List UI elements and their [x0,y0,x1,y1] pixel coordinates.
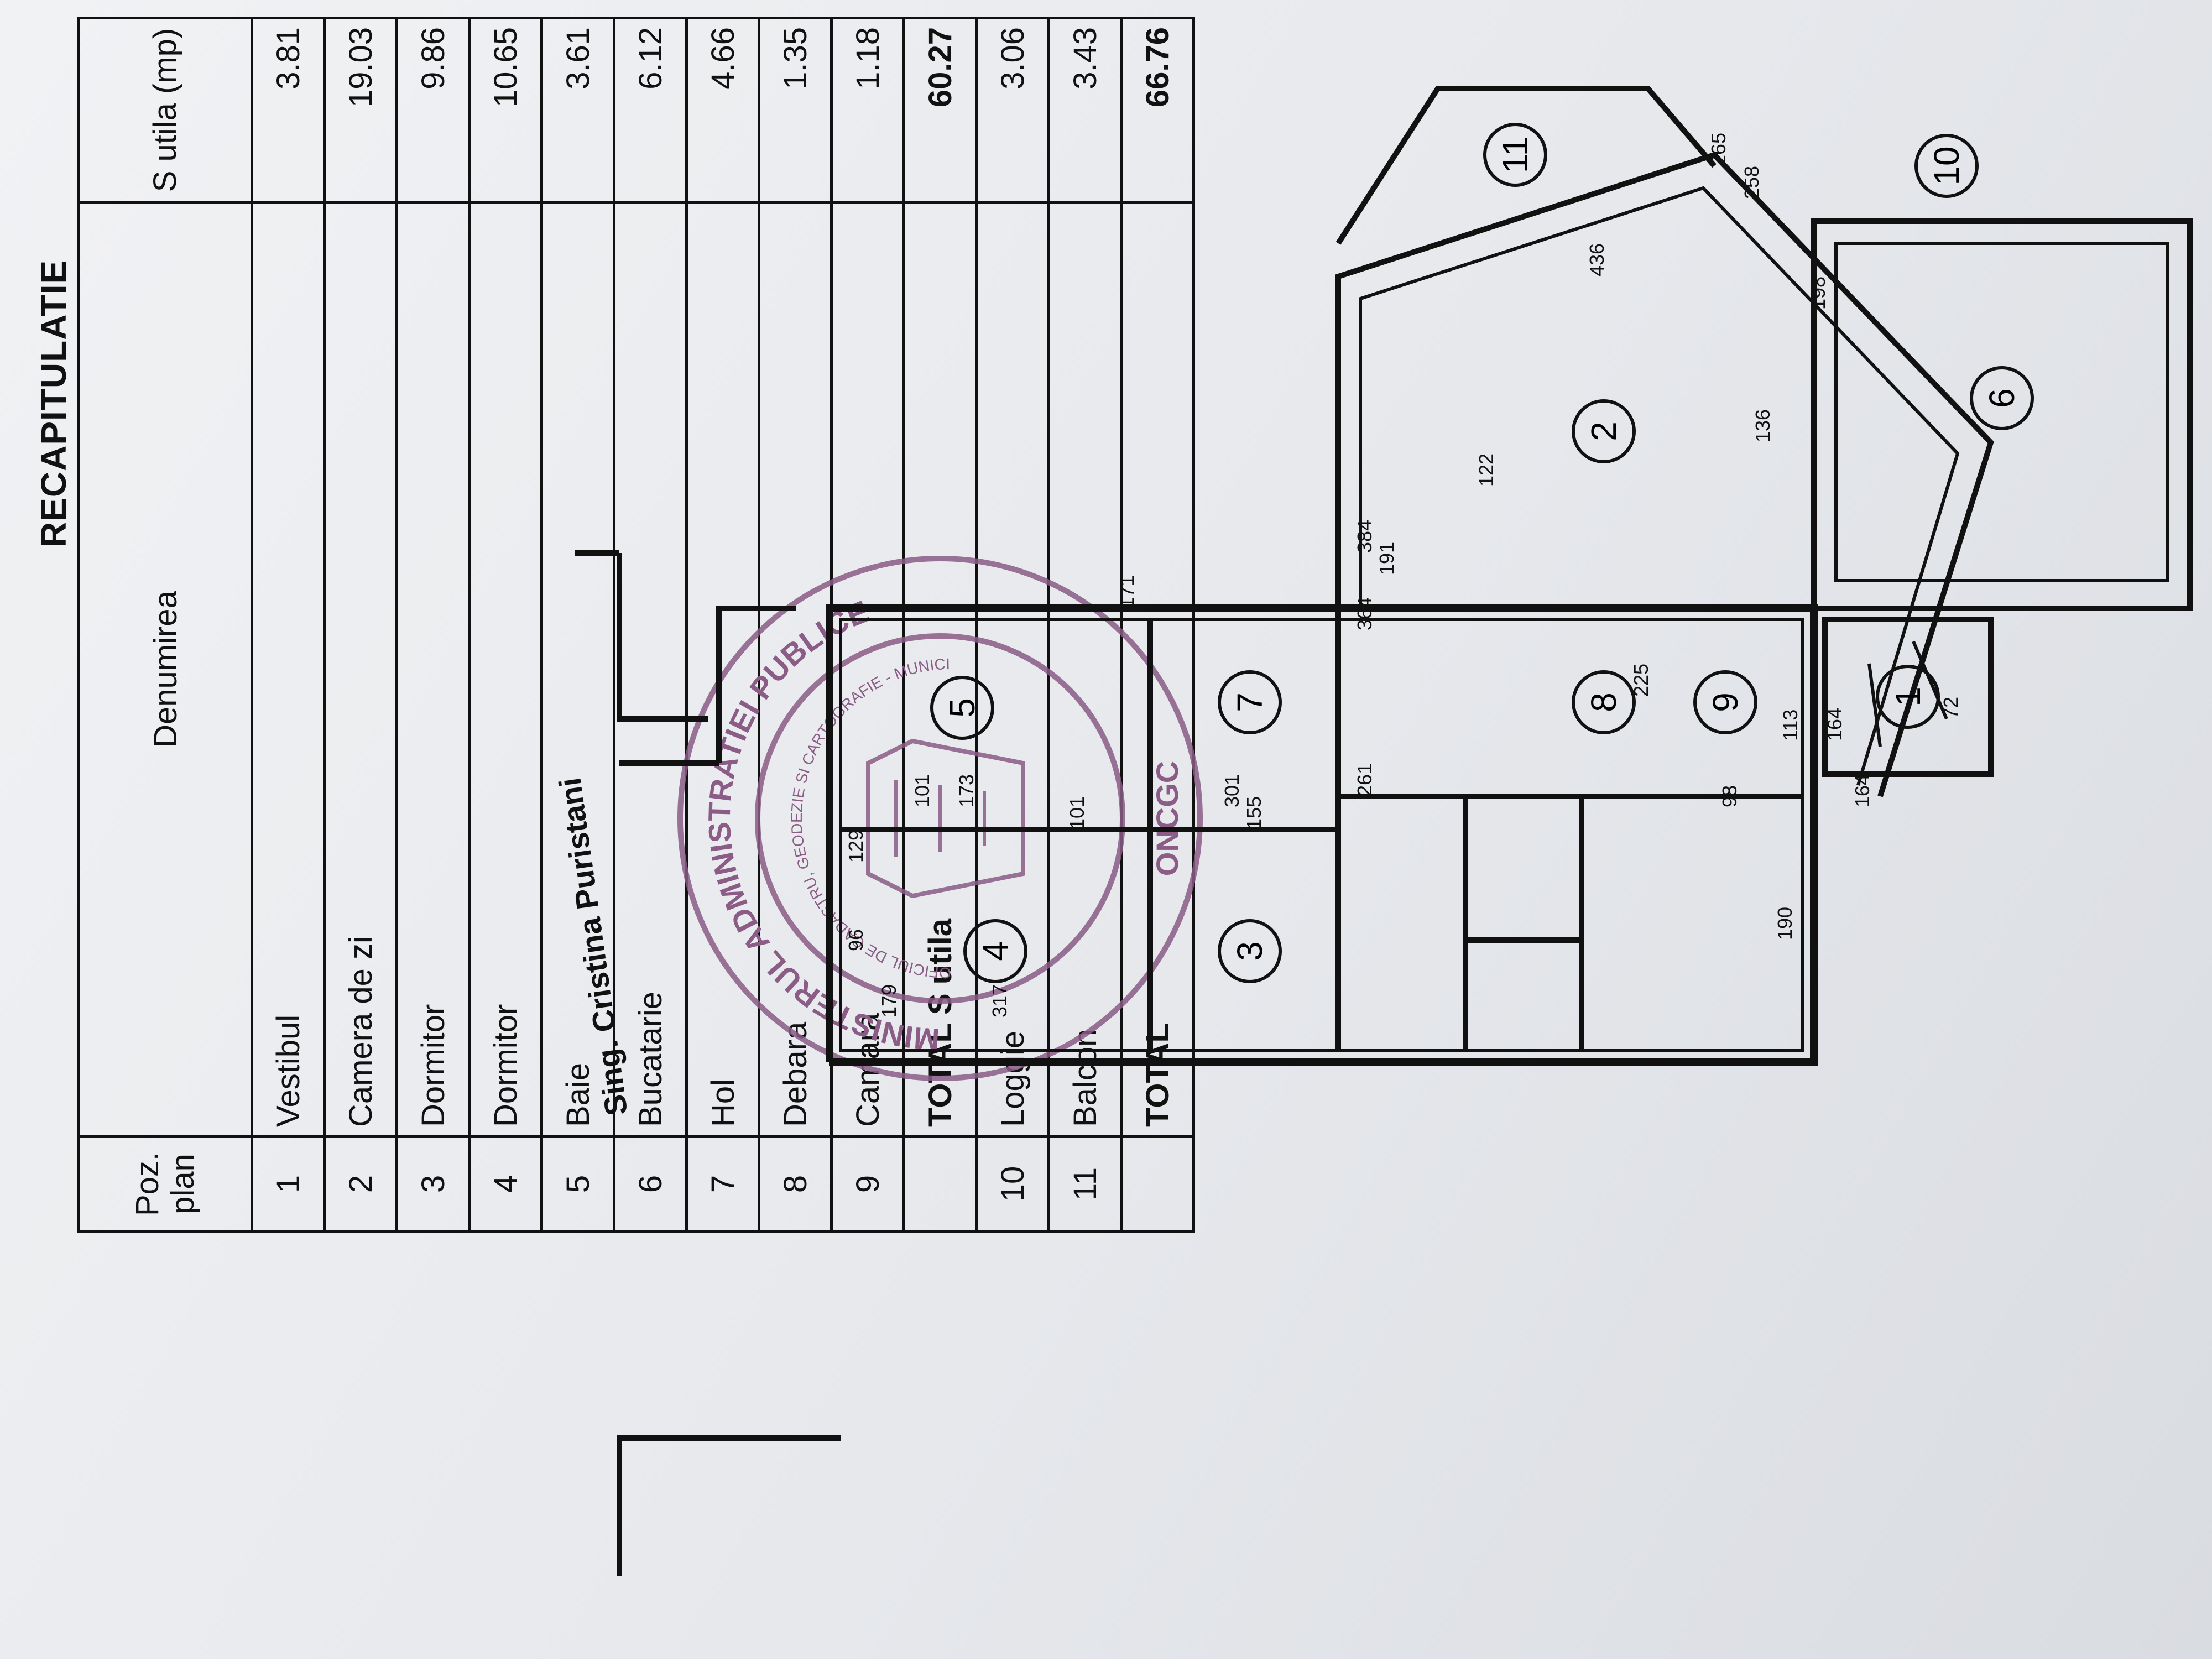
dimension-label: 317 [988,984,1011,1018]
room-marker-circle [1876,665,1940,729]
room-marker-9: 9 [1693,670,1757,734]
dimension-label: 198 [1807,276,1829,310]
dimension-label: 101 [911,774,933,807]
dimension-label: 436 [1585,243,1608,276]
recap-cell-area: 9.86 [397,18,469,202]
dimension-label: 101 [1066,796,1088,830]
room-marker-label: 6 [1982,388,2022,408]
dimension-label: 122 [1475,453,1498,487]
dimension-label: 191 [1375,542,1398,575]
room-marker-circle [1914,134,1979,198]
header-pos: Poz. plan [79,1136,252,1232]
room-marker-circle [1693,670,1757,734]
dimension-label: 384 [1353,520,1376,553]
dimension-label: 179 [878,984,900,1018]
room-marker-label: 7 [1230,692,1270,712]
walls [575,86,2193,1576]
room-markers: 1 2 3 4 5 6 7 8 9 10 11 [930,123,2034,983]
room-marker-circle [1483,123,1547,187]
dimension-label: 98 [1718,785,1741,807]
dimension-label: 164 [1851,774,1874,807]
room-marker-7: 7 [1218,670,1282,734]
room-marker-circle [930,676,994,740]
room-marker-label: 11 [1495,137,1535,173]
room-marker-label: 1 [1888,687,1928,707]
room-marker-10: 10 [1914,134,1979,198]
dimension-label: 96 [844,929,867,951]
recap-cell-pos: 3 [397,1136,469,1232]
dimension-label: 136 [1751,409,1774,442]
dimension-label: 261 [1353,763,1376,796]
room-marker-circle [1572,670,1636,734]
room-marker-circle [963,919,1027,983]
room-marker-label: 8 [1584,692,1624,712]
room-marker-4: 4 [963,919,1027,983]
dimension-label: 129 [844,830,867,863]
room-marker-6: 6 [1970,366,2034,430]
room-marker-label: 2 [1584,421,1624,441]
dimension-label: 225 [1630,664,1652,697]
recap-cell-pos: 1 [252,1136,325,1232]
recap-cell-area: 10.65 [469,18,542,202]
room-marker-1: 1 [1876,665,1940,729]
room-marker-label: 10 [1927,146,1966,185]
dimension-label: 173 [955,774,978,807]
header-name: Denumirea [79,202,252,1136]
room-marker-label: 3 [1230,941,1270,961]
stamp-bottom-text: ONCGC [1150,761,1185,876]
room-marker-circle [1970,366,2034,430]
room-marker-circle [1218,670,1282,734]
dimension-label: 72 [1939,697,1962,719]
recap-cell-area: 19.03 [324,18,397,202]
dimension-label: 155 [1243,796,1265,830]
dimension-label: 164 [1823,708,1846,741]
recap-cell-pos: 2 [324,1136,397,1232]
recap-header-row: Poz. plan Denumirea S utila (mp) [79,18,252,1232]
recap-cell-name: Camera de zi [324,202,397,1136]
recap-cell-area: 3.81 [252,18,325,202]
dimension-label: 265 [1707,133,1730,166]
dimension-label: 190 [1773,907,1796,940]
official-stamp: MINISTERUL ADMINISTRATIEI PUBLICE OFICIU… [664,556,1203,1095]
floor-plan: 1 2 3 4 5 6 7 8 9 10 11 317 301 261 173 179 96 129 101 364… [575,86,2193,1576]
dimension-label: 113 [1779,709,1802,741]
room-marker-circle [1218,919,1282,983]
room-marker-8: 8 [1572,670,1636,734]
recap-cell-name: Dormitor [469,202,542,1136]
room-marker-3: 3 [1218,919,1282,983]
dimension-label: 364 [1353,597,1376,630]
recap-cell-pos: 4 [469,1136,542,1232]
dimension-label: 258 [1740,166,1763,199]
room-marker-5: 5 [930,676,994,740]
recap-cell-name: Dormitor [397,202,469,1136]
room-marker-circle [1572,399,1636,463]
room-marker-label: 9 [1705,692,1745,712]
room-marker-label: 5 [942,698,982,718]
dimension-label: 171 [1115,575,1138,608]
dimension-label: 301 [1220,774,1243,807]
room-marker-label: 4 [975,941,1015,961]
recap-cell-name: Vestibul [252,202,325,1136]
header-area: S utila (mp) [79,18,252,202]
room-marker-11: 11 [1483,123,1547,187]
recap-title: RECAPITULATIE [34,259,74,547]
room-marker-2: 2 [1572,399,1636,463]
